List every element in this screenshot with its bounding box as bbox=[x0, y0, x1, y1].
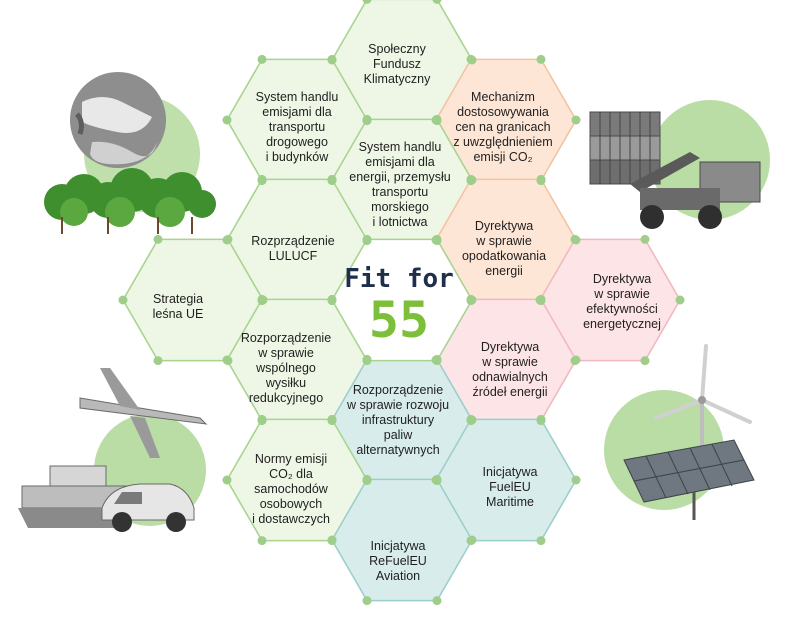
hex-vertex-dot bbox=[327, 535, 337, 545]
hex-vertex-dot bbox=[257, 414, 267, 424]
hex-vertex-dot bbox=[327, 54, 337, 64]
hex-vertex-dot bbox=[118, 295, 128, 305]
hex-vertex-dot bbox=[362, 234, 372, 244]
title-line-1: Fit for bbox=[344, 264, 454, 294]
hex-vertex-dot bbox=[327, 295, 337, 305]
hex-vertex-dot bbox=[362, 356, 372, 366]
title-line-2: 55 bbox=[368, 291, 430, 349]
fit-for-55-title: Fit for 55 bbox=[334, 264, 464, 346]
hex-vertex-dot bbox=[640, 234, 650, 244]
hex-vertex-dot bbox=[571, 115, 581, 125]
hex-vertex-dot bbox=[222, 115, 232, 125]
hex-vertex-dot bbox=[570, 234, 580, 244]
hex-vertex-dot bbox=[432, 356, 442, 366]
hex-vertex-dot bbox=[153, 234, 163, 244]
hex-vertex-dot bbox=[257, 174, 267, 184]
hex-vertex-dot bbox=[257, 536, 267, 546]
hex-vertex-dot bbox=[536, 536, 546, 546]
hex-vertex-dot bbox=[362, 0, 372, 4]
hex-vertex-dot bbox=[536, 414, 546, 424]
hex-vertex-dot bbox=[432, 234, 442, 244]
hex-vertex-dot bbox=[362, 114, 372, 124]
hex-vertex-dot bbox=[467, 535, 477, 545]
container-port-crane-icon bbox=[589, 100, 770, 229]
hex-vertex-dot bbox=[536, 54, 546, 64]
hex-vertex-dot bbox=[362, 596, 372, 606]
hex-vertex-dot bbox=[432, 114, 442, 124]
airplane-ship-car-icon bbox=[18, 368, 208, 532]
hex-vertex-dot bbox=[675, 295, 685, 305]
hex-vertex-dot bbox=[257, 294, 267, 304]
hex-vertex-dot bbox=[466, 174, 476, 184]
hex-vertex-dot bbox=[536, 174, 546, 184]
hex-vertex-dot bbox=[536, 294, 546, 304]
hex-vertex-dot bbox=[223, 234, 233, 244]
hex-vertex-dot bbox=[257, 54, 267, 64]
hex-vertex-dot bbox=[432, 474, 442, 484]
hex-vertex-dot bbox=[571, 475, 581, 485]
hex-vertex-dot bbox=[432, 596, 442, 606]
hex-vertex-dot bbox=[327, 414, 337, 424]
hex-vertex-dot bbox=[222, 355, 232, 365]
hex-vertex-dot bbox=[467, 295, 477, 305]
hex-vertex-dot bbox=[153, 356, 163, 366]
hex-vertex-dot bbox=[640, 356, 650, 366]
hex-vertex-dot bbox=[222, 475, 232, 485]
hex-vertex-dot bbox=[432, 0, 442, 4]
hex-vertex-dot bbox=[571, 355, 581, 365]
wind-turbine-solar-panels-icon bbox=[604, 344, 755, 520]
hex-vertex-dot bbox=[362, 474, 372, 484]
globe-with-trees-icon bbox=[44, 72, 216, 234]
hex-vertex-dot bbox=[466, 414, 476, 424]
hex-vertex-dot bbox=[327, 174, 337, 184]
hex-vertex-dot bbox=[466, 54, 476, 64]
